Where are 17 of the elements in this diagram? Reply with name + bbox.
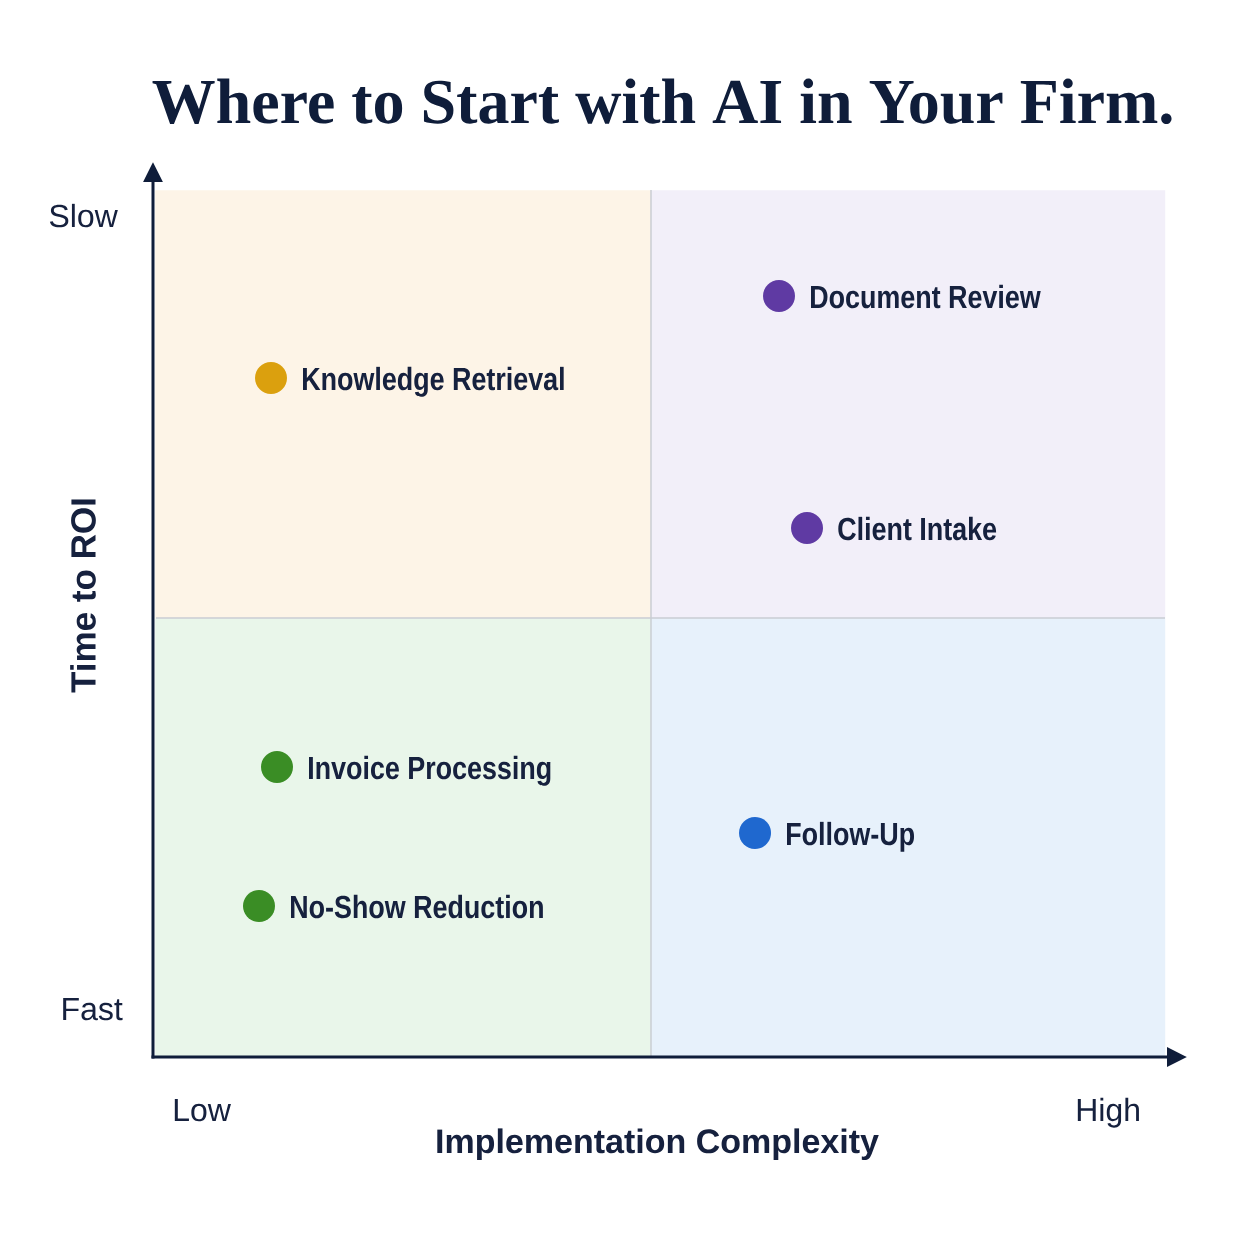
- axis-end-label: High: [1077, 1097, 1139, 1128]
- title: Where to Start with AI in Your Firm.: [152, 78, 1172, 124]
- axis-title: Time to ROI: [70, 499, 96, 693]
- quadrant-region: [155, 190, 652, 619]
- axis-end-label: Slow: [49, 203, 118, 228]
- point-label: Client Intake: [838, 516, 997, 541]
- quadrant-region: [155, 618, 652, 1058]
- axis-title: Implementation Complexity: [437, 1128, 879, 1161]
- point-label: Follow-Up: [787, 821, 914, 852]
- quadrant-region: [651, 190, 1166, 619]
- axis-end-label: Low: [174, 1099, 231, 1122]
- point-label: Knowledge Retrieval: [303, 366, 564, 397]
- point-label: Document Review: [811, 284, 1041, 309]
- quadrant-region: [651, 618, 1166, 1058]
- point-label: Invoice Processing: [309, 755, 551, 786]
- axis-end-label: Fast: [63, 998, 123, 1021]
- point-label: No-Show Reduction: [291, 894, 543, 919]
